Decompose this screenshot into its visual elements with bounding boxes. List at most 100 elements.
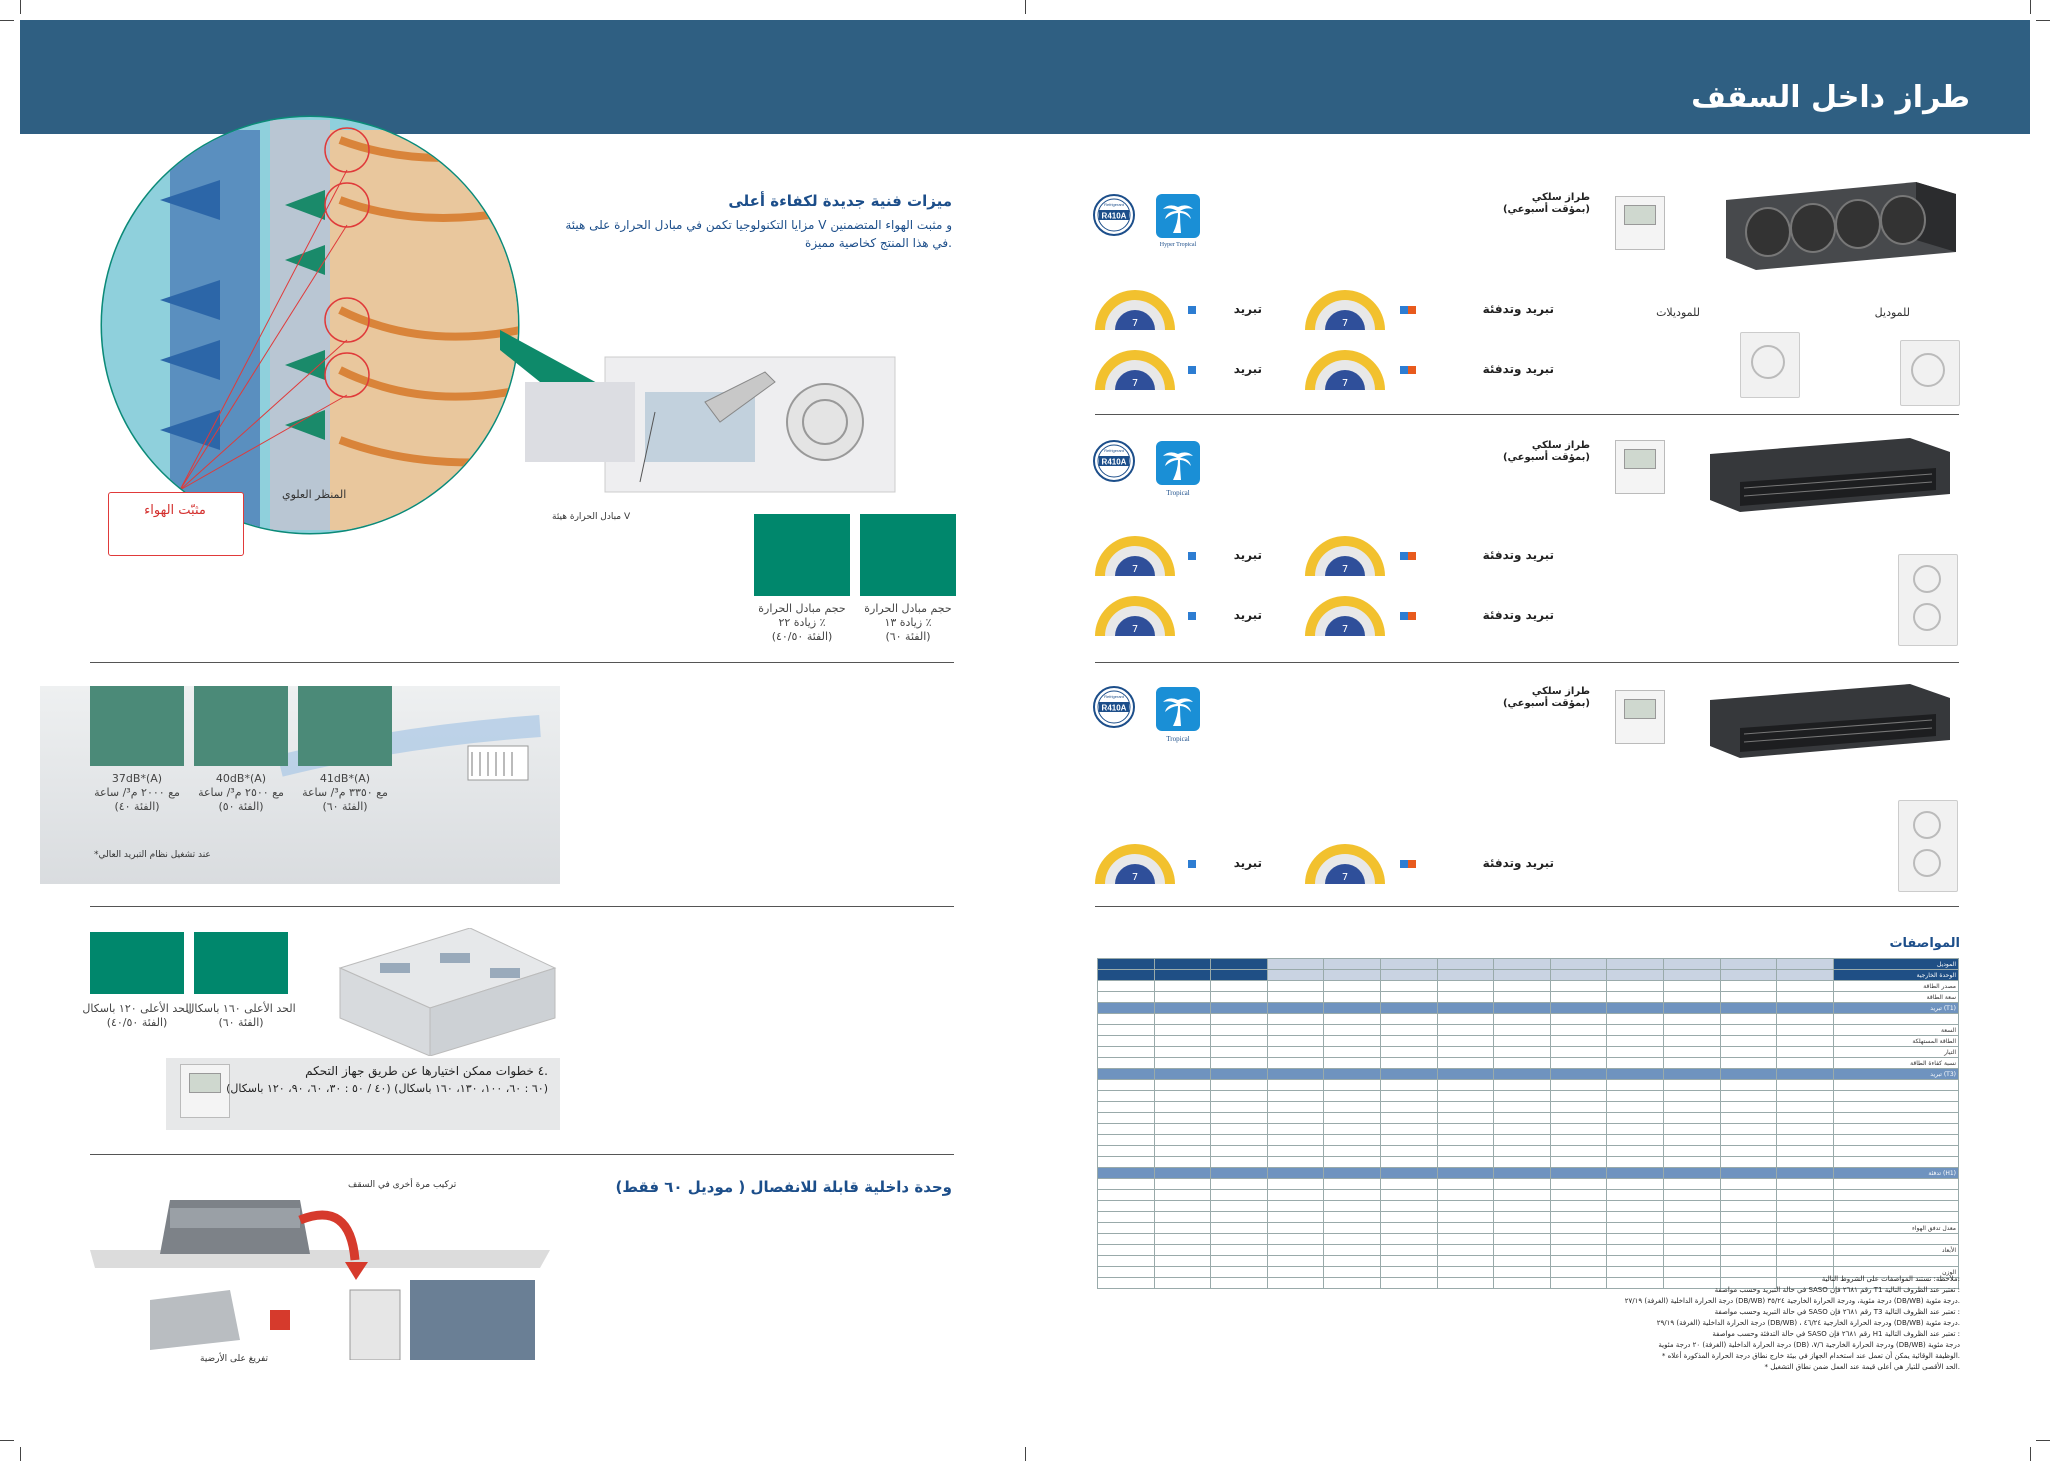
table-cell (1719, 1134, 1778, 1146)
mode-color-mark (1188, 366, 1196, 374)
table-cell (1323, 1178, 1382, 1190)
crop-mark (2030, 0, 2031, 14)
tropical-badge: Tropical (1156, 441, 1200, 497)
table-cell (1833, 1211, 1959, 1223)
table-cell (1436, 1211, 1495, 1223)
reinstall-label: تركيب مرة أخرى في السقف (348, 1180, 457, 1190)
exchanger-box-60 (860, 514, 956, 596)
table-cell (1266, 1079, 1325, 1091)
table-cell: الوحدة الخارجية (1833, 969, 1959, 981)
table-cell (1266, 1244, 1325, 1256)
table-cell (1719, 1112, 1778, 1124)
table-cell (1210, 1101, 1268, 1113)
efficiency-gauge: 7 (1305, 290, 1385, 330)
table-cell (1323, 1046, 1382, 1058)
table-cell (1210, 1123, 1268, 1135)
table-cell (1549, 969, 1608, 981)
table-cell (1606, 1134, 1665, 1146)
table-cell (1493, 1035, 1551, 1047)
table-cell (1606, 1112, 1665, 1124)
crop-mark (1025, 0, 1026, 14)
table-cell (1210, 1156, 1268, 1168)
table-row (1097, 1277, 1959, 1289)
table-cell (1323, 1013, 1382, 1025)
table-cell (1266, 1112, 1325, 1124)
table-cell (1097, 1145, 1155, 1157)
note-line: * الوظيفة الوقائية يمكن أن تعمل عند استخ… (1661, 1352, 1960, 1360)
table-cell (1493, 1123, 1551, 1135)
table-cell (1097, 1266, 1155, 1278)
table-cell (1266, 1057, 1325, 1069)
wired-controller-image-3 (1615, 690, 1665, 744)
table-cell (1097, 1068, 1155, 1080)
table-cell: تدفئة (H1) (1833, 1167, 1959, 1179)
table-cell: تبريد (T3) (1833, 1068, 1959, 1080)
table-cell (1153, 1244, 1212, 1256)
table-cell (1436, 1057, 1495, 1069)
table-cell (1833, 1101, 1959, 1113)
table-cell (1493, 1101, 1551, 1113)
table-cell (1323, 1090, 1382, 1102)
crop-mark (2036, 1440, 2050, 1441)
table-cell (1493, 1068, 1551, 1080)
table-cell (1436, 1178, 1495, 1190)
table-cell (1380, 1002, 1438, 1014)
table-cell (1210, 1002, 1268, 1014)
table-cell (1380, 1090, 1438, 1102)
table-cell (1493, 1255, 1551, 1267)
svg-text:7: 7 (1342, 318, 1348, 329)
mode-label-cool-heat: تبريد وتدفئة (1482, 548, 1554, 562)
table-cell (1153, 1057, 1212, 1069)
table-cell (1436, 1090, 1495, 1102)
table-cell (1380, 1112, 1438, 1124)
table-cell (1493, 1013, 1551, 1025)
slim-duct-unit-image (1710, 438, 1950, 512)
table-cell (1493, 1222, 1551, 1234)
table-row (1097, 1134, 1959, 1146)
svg-text:Tropical: Tropical (1166, 489, 1190, 497)
table-cell (1266, 1101, 1325, 1113)
table-cell (1436, 991, 1495, 1003)
table-cell (1663, 1090, 1721, 1102)
mode-color-mark (1188, 306, 1196, 314)
table-cell (1266, 1178, 1325, 1190)
table-cell (1776, 1090, 1834, 1102)
table-cell (1097, 1013, 1155, 1025)
table-cell (1776, 1013, 1834, 1025)
table-cell (1776, 1156, 1834, 1168)
table-cell (1097, 1189, 1155, 1201)
table-cell (1153, 1266, 1212, 1278)
detachable-heading: وحدة داخلية قابلة للانفصال ( موديل ٦٠ فق… (615, 1178, 952, 1196)
note-line: * الحد الأقصى للتيار هي أعلى قيمة عند ال… (1764, 1363, 1961, 1371)
table-cell (1266, 1167, 1325, 1179)
table-cell (1153, 1255, 1212, 1267)
mode-color-mark (1188, 612, 1196, 620)
table-row: الوحدة الخارجية (1097, 969, 1959, 981)
table-cell (1153, 1156, 1212, 1168)
mode-color-mark (1408, 612, 1416, 620)
table-cell (1493, 1156, 1551, 1168)
divider (90, 906, 954, 907)
table-cell (1436, 1002, 1495, 1014)
table-cell (1493, 1002, 1551, 1014)
table-cell (1493, 1112, 1551, 1124)
table-cell (1719, 1244, 1778, 1256)
table-cell (1719, 1046, 1778, 1058)
efficiency-gauge: 7 (1095, 844, 1175, 884)
table-cell (1663, 1002, 1721, 1014)
table-cell (1493, 969, 1551, 981)
table-cell (1380, 1145, 1438, 1157)
reinstall-illustration (90, 1200, 550, 1360)
pressure-caption-60: الحد الأعلى ١٦٠ باسكال(الفئة ٦٠) (186, 1002, 296, 1029)
table-cell (1663, 1178, 1721, 1190)
table-cell (1549, 1024, 1608, 1036)
table-row (1097, 1145, 1959, 1157)
controller-steps-panel (166, 1058, 560, 1130)
table-cell (1210, 1068, 1268, 1080)
table-row (1097, 1255, 1959, 1267)
table-cell (1776, 1002, 1834, 1014)
table-cell (1436, 1156, 1495, 1168)
table-cell (1153, 1123, 1212, 1135)
svg-text:7: 7 (1132, 378, 1138, 389)
table-cell (1549, 1013, 1608, 1025)
